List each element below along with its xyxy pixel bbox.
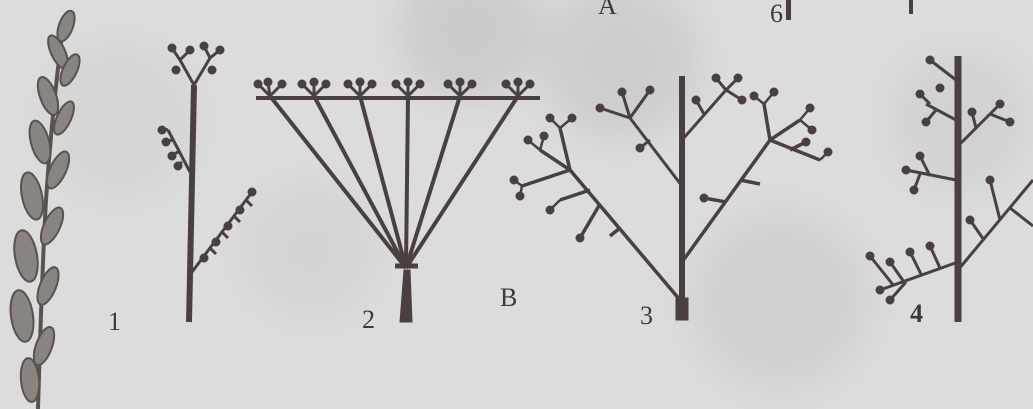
label-4: 4 (910, 299, 923, 328)
top-stem-fragment-2 (909, 0, 913, 14)
label-3: 3 (640, 301, 653, 330)
label-2: 2 (362, 305, 375, 334)
label-1: 1 (108, 307, 121, 336)
label-b: В (500, 283, 517, 312)
top-stem-fragment (786, 0, 791, 20)
label-6: 6 (770, 0, 783, 28)
label-a: А (598, 0, 617, 20)
